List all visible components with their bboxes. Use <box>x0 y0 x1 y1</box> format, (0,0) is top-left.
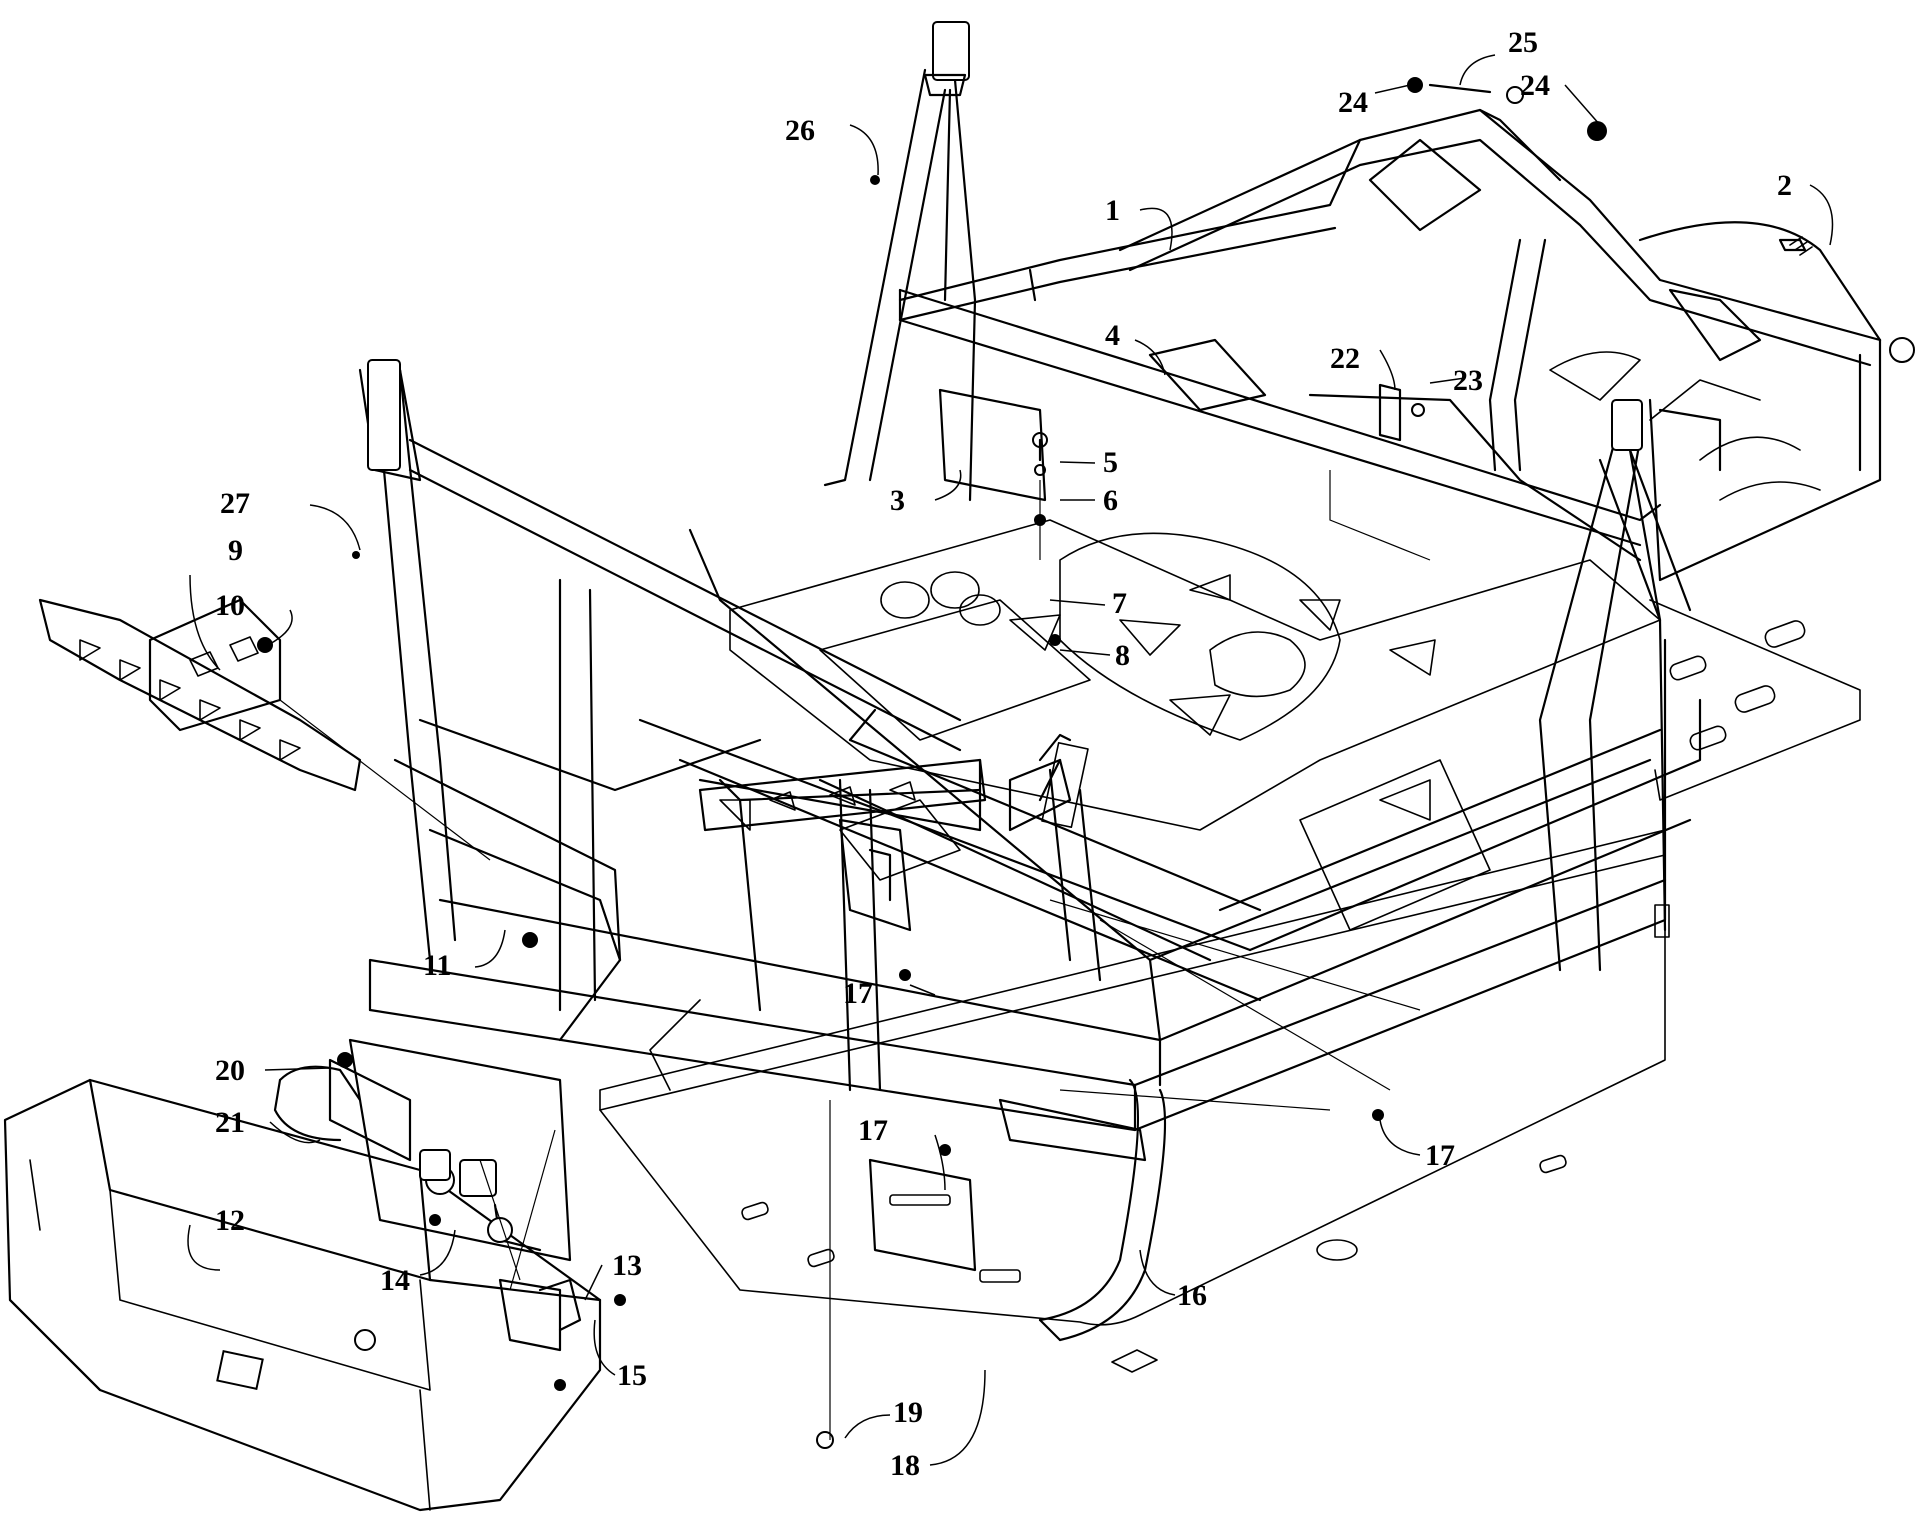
front-bumper <box>3 1078 602 1512</box>
callout-7: 7 <box>1112 587 1127 620</box>
callout-8: 8 <box>1115 639 1130 672</box>
callout-21: 21 <box>215 1106 245 1139</box>
callout-labels: 1 2 3 4 5 6 7 8 9 10 11 12 13 14 15 16 1… <box>215 26 1792 1482</box>
callout-27: 27 <box>220 487 250 520</box>
rear-floor-pan <box>1649 599 1861 801</box>
callout-13: 13 <box>612 1249 642 1282</box>
rear-right-tube <box>979 1078 1167 1342</box>
callout-22: 22 <box>1330 342 1360 375</box>
callout-24-right: 24 <box>1520 69 1550 102</box>
callout-11: 11 <box>423 949 451 982</box>
rops-rear-left-post <box>823 21 977 502</box>
callout-12: 12 <box>215 1204 245 1237</box>
callout-24-left: 24 <box>1338 86 1368 119</box>
front-receiver <box>273 1038 582 1352</box>
callout-19: 19 <box>893 1396 923 1429</box>
callout-16: 16 <box>1177 1279 1207 1312</box>
callout-15: 15 <box>617 1359 647 1392</box>
callout-6: 6 <box>1103 484 1118 517</box>
callout-3: 3 <box>890 484 905 517</box>
main-frame <box>368 528 1702 1132</box>
callout-leaders <box>187 54 1834 1466</box>
floor-pan <box>729 519 1661 931</box>
callout-18: 18 <box>890 1449 920 1482</box>
rops-rear-right-post <box>1538 399 1670 972</box>
callout-9: 9 <box>228 534 243 567</box>
callout-2: 2 <box>1777 169 1792 202</box>
callout-17-mid: 17 <box>858 1114 888 1147</box>
callout-4: 4 <box>1105 319 1120 352</box>
callout-14: 14 <box>380 1264 410 1297</box>
callout-10: 10 <box>215 589 245 622</box>
callout-17-top: 17 <box>843 977 873 1010</box>
callout-1: 1 <box>1105 194 1120 227</box>
skid-plate <box>599 829 1666 1373</box>
left-bumper-rail <box>38 598 362 792</box>
callout-25: 25 <box>1508 26 1538 59</box>
hood-crossmember <box>698 758 987 832</box>
rops-front-left <box>358 359 962 962</box>
callout-20: 20 <box>215 1054 245 1087</box>
callout-23: 23 <box>1453 364 1483 397</box>
front-subframe <box>393 578 1102 1092</box>
side-bracket <box>868 1098 1147 1272</box>
cab-top-beam <box>898 288 1662 547</box>
fasteners <box>257 77 1722 1449</box>
small-parts <box>938 236 1813 502</box>
callout-5: 5 <box>1103 446 1118 479</box>
callout-17-right: 17 <box>1425 1139 1455 1172</box>
seat-brackets <box>838 733 1089 932</box>
assembly-dashed-lines <box>279 470 1431 1440</box>
callout-26: 26 <box>785 114 815 147</box>
